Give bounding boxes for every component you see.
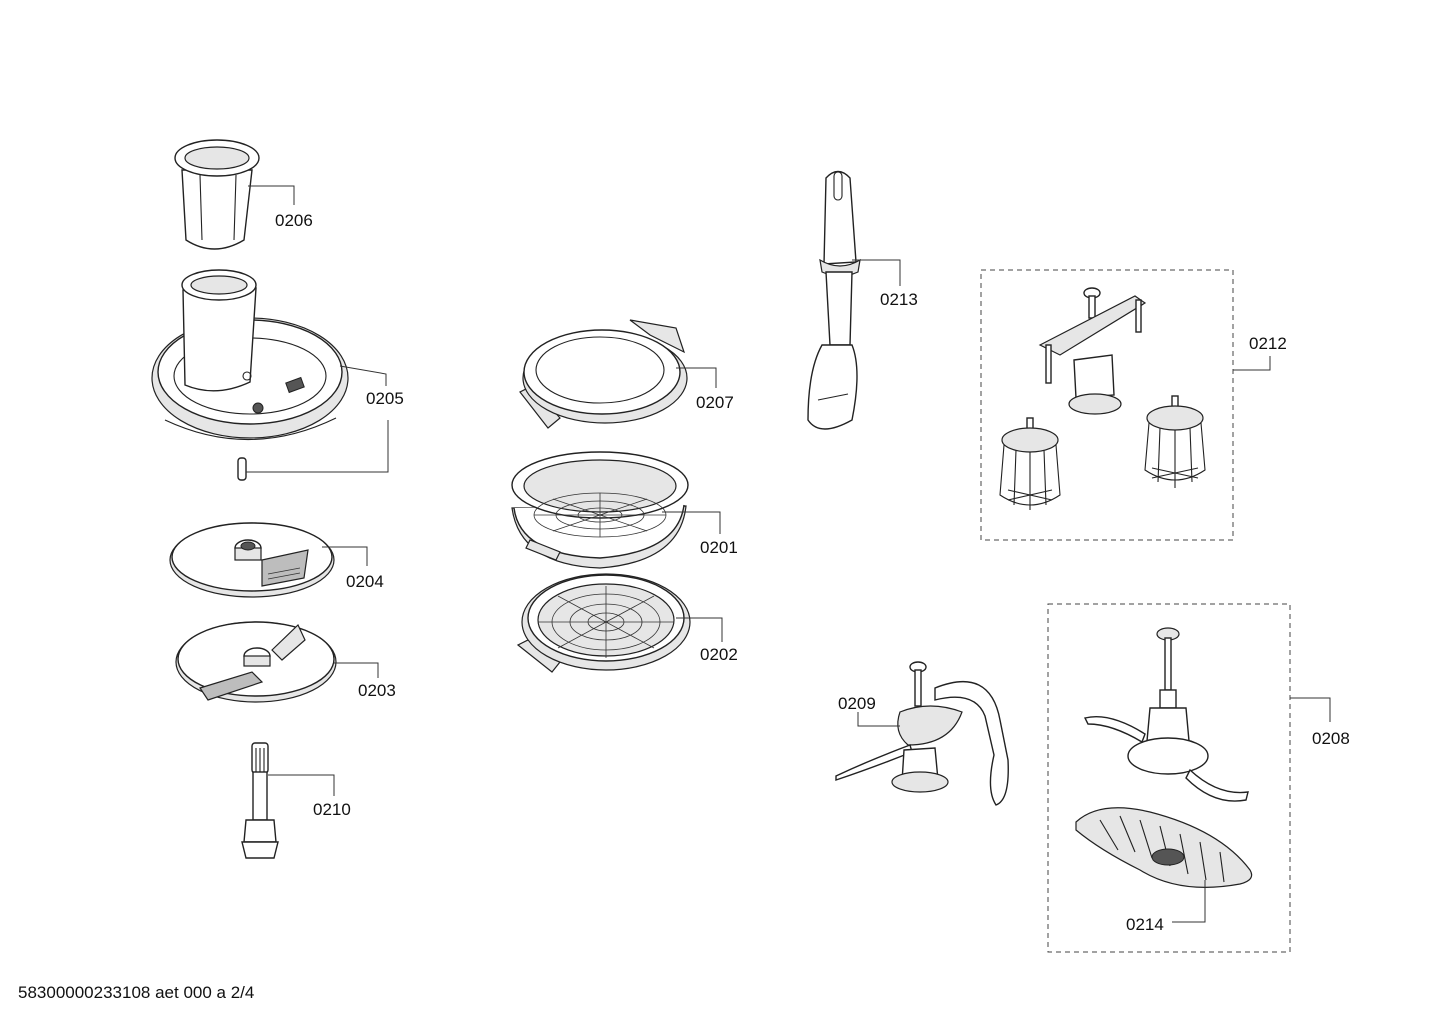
part-0203-shredding-disc	[175, 621, 337, 703]
label-0204: 0204	[346, 572, 384, 591]
label-0213: 0213	[880, 290, 918, 309]
part-0209-kneading-hook	[835, 661, 1009, 806]
part-0202-steamer-tray	[516, 573, 691, 673]
label-0209: 0209	[838, 694, 876, 713]
leader-lines	[246, 185, 1331, 923]
label-0210: 0210	[313, 800, 351, 819]
part-0206-feed-tube-pusher	[174, 139, 260, 250]
part-0207-steamer-lid	[519, 319, 688, 429]
part-0201-steamer-basket	[511, 451, 689, 569]
drawing-reference-footer: 58300000233108 aet 000 a 2/4	[18, 983, 255, 1002]
label-0203: 0203	[358, 681, 396, 700]
label-0214: 0214	[1126, 915, 1164, 934]
part-0213-spatula	[807, 170, 861, 430]
part-0212-whisk-set	[980, 269, 1234, 541]
part-0204-slicing-disc	[169, 522, 335, 598]
part-0205-lid	[151, 269, 349, 481]
label-0205: 0205	[366, 389, 404, 408]
part-0210-drive-shaft	[241, 742, 279, 859]
label-0207: 0207	[696, 393, 734, 412]
label-0212: 0212	[1249, 334, 1287, 353]
label-0206: 0206	[275, 211, 313, 230]
label-0202: 0202	[700, 645, 738, 664]
label-0201: 0201	[700, 538, 738, 557]
part-0208-blade-set	[1047, 603, 1291, 953]
label-0208: 0208	[1312, 729, 1350, 748]
part-0214-blade-disc	[1075, 807, 1253, 888]
